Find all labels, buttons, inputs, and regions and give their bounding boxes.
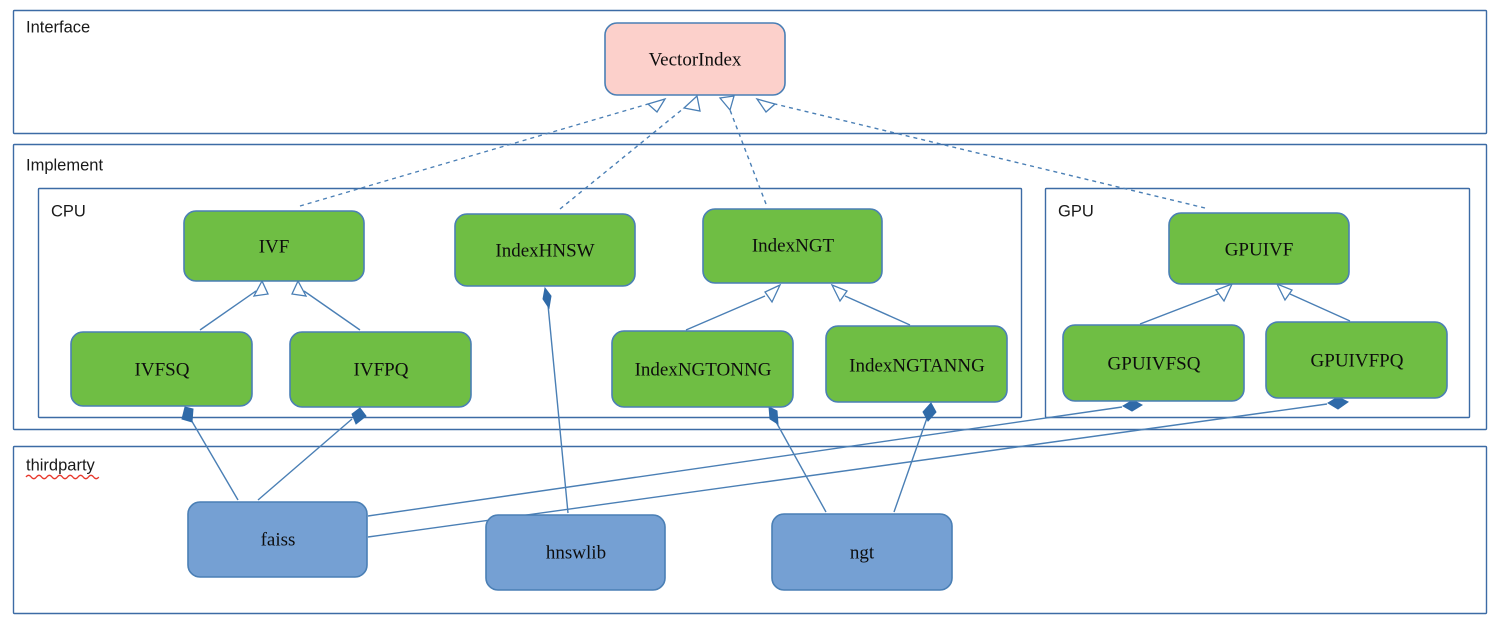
node-box[interactable] (183, 210, 365, 282)
node-gpuivfsq[interactable]: GPUIVFSQ (1062, 324, 1245, 402)
hollow-triangle-marker (1214, 282, 1234, 303)
filled-diamond-marker (768, 406, 779, 425)
edge-line (1139, 293, 1219, 325)
node-box[interactable] (702, 208, 883, 284)
edge-line (844, 295, 911, 326)
node-ivfsq[interactable]: IVFSQ (70, 331, 253, 407)
edge-line (729, 109, 767, 205)
node-label: IndexNGT (752, 236, 835, 257)
node-box[interactable] (289, 331, 472, 408)
edge-line (547, 304, 569, 514)
group-thirdparty[interactable]: thirdparty (12, 445, 1488, 615)
hollow-triangle-marker (646, 97, 667, 114)
node-ivf[interactable]: IVF (183, 210, 365, 282)
hollow-triangle-marker (291, 279, 308, 297)
edge-faiss-to-ivfsq[interactable] (181, 406, 239, 501)
group-label-implement: Implement (26, 156, 103, 174)
edge-indexngt-to-vectorindex[interactable] (718, 95, 767, 205)
edge-line (685, 295, 766, 331)
edge-gpuivf-to-vectorindex[interactable] (755, 97, 1206, 209)
node-box[interactable] (187, 501, 368, 578)
node-indexngtonng[interactable]: IndexNGTONNG (611, 330, 794, 408)
edge-ivfpq-to-ivf[interactable] (291, 279, 361, 331)
edge-faiss-to-gpuivfsq[interactable] (367, 399, 1143, 517)
edge-gpuivfpq-to-gpuivf[interactable] (1275, 282, 1351, 322)
edge-hnswlib-to-indexhnsw[interactable] (542, 286, 569, 514)
node-label: ngt (850, 543, 875, 564)
node-label: hnswlib (546, 543, 606, 564)
node-gpuivf[interactable]: GPUIVF (1168, 212, 1350, 285)
edge-indexngtonng-to-indexngt[interactable] (685, 283, 782, 331)
node-hnswlib[interactable]: hnswlib (485, 514, 666, 591)
group-label-thirdparty: thirdparty (26, 456, 96, 474)
hollow-triangle-marker (830, 283, 849, 303)
node-label: IVF (259, 237, 290, 258)
node-box[interactable] (604, 22, 786, 96)
node-label: faiss (261, 530, 296, 551)
node-box[interactable] (1062, 324, 1245, 402)
hollow-triangle-marker (682, 94, 701, 112)
node-gpuivfpq[interactable]: GPUIVFPQ (1265, 321, 1448, 399)
node-vectorindex[interactable]: VectorIndex (604, 22, 786, 96)
node-box[interactable] (1265, 321, 1448, 399)
edge-line (367, 406, 1123, 517)
filled-diamond-marker (351, 407, 367, 425)
node-box[interactable] (485, 514, 666, 591)
filled-diamond-marker (1122, 399, 1143, 412)
edge-line (1289, 293, 1351, 322)
node-indexngt[interactable]: IndexNGT (702, 208, 883, 284)
node-label: IndexNGTONNG (635, 360, 772, 381)
node-faiss[interactable]: faiss (187, 501, 368, 578)
edge-ivfsq-to-ivf[interactable] (199, 279, 269, 331)
edge-ivf-to-vectorindex[interactable] (299, 97, 667, 207)
node-label: IVFPQ (354, 360, 409, 381)
node-ngt[interactable]: ngt (771, 513, 953, 591)
filled-diamond-marker (542, 286, 552, 310)
node-box[interactable] (454, 213, 636, 287)
hollow-triangle-marker (755, 97, 777, 113)
node-box[interactable] (771, 513, 953, 591)
group-frame-thirdparty[interactable] (12, 445, 1488, 615)
edge-line (774, 103, 1206, 209)
node-indexhnsw[interactable]: IndexHNSW (454, 213, 636, 287)
hollow-triangle-marker (252, 279, 269, 297)
hollow-triangle-marker (1275, 282, 1294, 302)
group-label-interface: Interface (26, 18, 90, 36)
edge-faiss-to-ivfpq[interactable] (257, 407, 367, 501)
filled-diamond-marker (922, 402, 937, 422)
edge-line (199, 290, 257, 331)
edge-line (559, 107, 685, 210)
hollow-triangle-marker (718, 95, 735, 112)
group-label-gpu: GPU (1058, 202, 1094, 220)
edge-ngt-to-indexngtonng[interactable] (768, 406, 827, 513)
hollow-triangle-marker (764, 283, 782, 304)
edge-line (893, 417, 928, 513)
node-label: IndexHNSW (495, 241, 594, 262)
node-label: GPUIVFSQ (1108, 354, 1201, 375)
node-ivfpq[interactable]: IVFPQ (289, 331, 472, 408)
edge-line (257, 418, 353, 501)
edge-line (189, 417, 239, 501)
filled-diamond-marker (181, 406, 194, 423)
spellcheck-underline-thirdparty (25, 474, 100, 480)
node-label: VectorIndex (649, 50, 742, 71)
edge-indexngtanng-to-indexngt[interactable] (830, 283, 911, 326)
node-box[interactable] (611, 330, 794, 408)
node-label: IndexNGTANNG (849, 356, 985, 377)
edge-ngt-to-indexngtanng[interactable] (893, 402, 937, 513)
edge-line (774, 419, 827, 513)
node-box[interactable] (70, 331, 253, 407)
node-indexngtanng[interactable]: IndexNGTANNG (825, 325, 1008, 403)
node-label: IVFSQ (135, 360, 190, 381)
group-label-cpu: CPU (51, 202, 86, 220)
edge-gpuivfsq-to-gpuivf[interactable] (1139, 282, 1234, 325)
node-label: GPUIVFPQ (1311, 351, 1404, 372)
node-box[interactable] (1168, 212, 1350, 285)
node-label: GPUIVF (1225, 240, 1294, 261)
edge-indexhnsw-to-vectorindex[interactable] (559, 94, 701, 210)
filled-diamond-marker (1327, 396, 1349, 410)
edge-line (303, 290, 361, 331)
node-box[interactable] (825, 325, 1008, 403)
